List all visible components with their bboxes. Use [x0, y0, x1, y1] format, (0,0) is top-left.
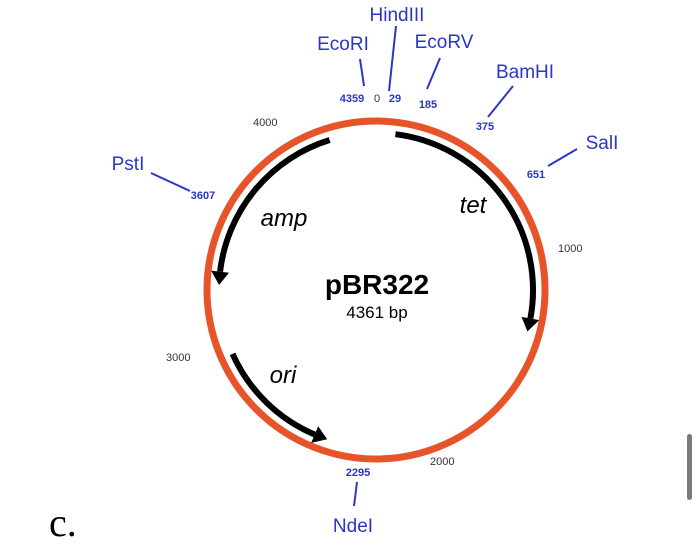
ori-arrowhead: [311, 426, 328, 443]
ndei-leader-line: [353, 481, 358, 507]
ecorv-label: EcoRV: [415, 32, 474, 53]
psti-position: 3607: [191, 190, 215, 202]
plasmid-backbone: [203, 117, 549, 463]
scroll-indicator[interactable]: [687, 434, 692, 500]
ndei-label: NdeI: [333, 516, 373, 537]
scale-label-0: 0: [374, 93, 380, 105]
ecorv-leader-line: [426, 57, 441, 90]
scale-label-4000: 4000: [253, 117, 277, 129]
ndei-position: 2295: [346, 467, 370, 479]
site-leader-lines: [150, 25, 578, 507]
scale-label-3000: 3000: [166, 352, 190, 364]
bamhi-label: BamHI: [496, 62, 554, 83]
restriction-enzyme-names: HindIII EcoRI EcoRV BamHI SalI NdeI PstI: [112, 5, 619, 537]
sali-label: SalI: [586, 133, 619, 154]
panel-label: c.: [49, 500, 77, 545]
ori-label: ori: [270, 362, 297, 389]
tet-gene-arrow: [395, 131, 536, 320]
tet-label: tet: [460, 192, 488, 219]
bamhi-position: 375: [476, 121, 494, 133]
amp-label: amp: [261, 205, 308, 232]
sali-position: 651: [527, 169, 545, 181]
scale-label-2000: 2000: [430, 456, 454, 468]
plasmid-name: pBR322: [325, 269, 429, 300]
amp-arrowhead: [211, 270, 230, 285]
tet-arrowhead: [521, 316, 540, 332]
ecori-leader-line: [359, 58, 365, 87]
ecorv-position: 185: [419, 99, 437, 111]
scale-label-1000: 1000: [558, 243, 582, 255]
ecori-label: EcoRI: [317, 34, 369, 55]
psti-leader-line: [150, 172, 191, 192]
ori-arrow: [229, 352, 316, 438]
feature-arrows: [211, 131, 540, 443]
hindiii-leader-line: [388, 25, 397, 92]
hindiii-position: 29: [389, 93, 401, 105]
site-position-numbers: 29 4359 185 375 651 2295 3607: [191, 93, 545, 479]
scale-labels: 0 1000 2000 3000 4000: [166, 93, 582, 468]
sali-leader-line: [547, 148, 578, 167]
hindiii-label: HindIII: [370, 5, 425, 26]
ecori-position: 4359: [340, 93, 364, 105]
psti-label: PstI: [112, 154, 145, 175]
plasmid-size: 4361 bp: [346, 303, 407, 322]
bamhi-leader-line: [487, 85, 514, 118]
amp-gene-arrow: [217, 137, 331, 273]
